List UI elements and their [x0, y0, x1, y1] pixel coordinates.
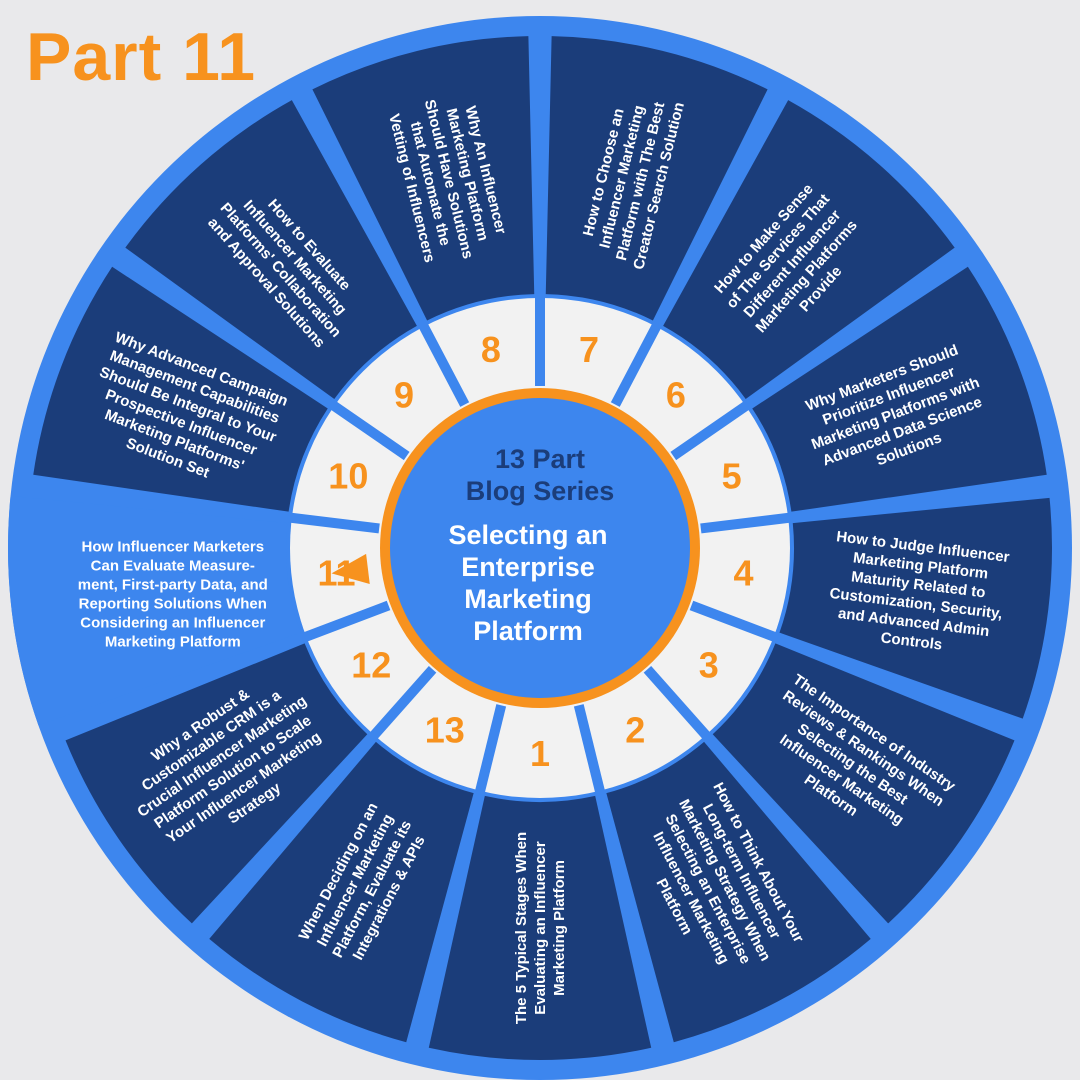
segment-number-4: 4: [733, 553, 753, 594]
segment-number-5: 5: [722, 455, 742, 496]
segment-number-3: 3: [699, 644, 719, 685]
number-dividers: [287, 294, 793, 796]
segment-3: [712, 643, 1015, 924]
segment-number-13: 13: [425, 710, 465, 751]
hub-text: 13 Part Blog Series Selecting an Enterpr…: [448, 444, 614, 646]
segment-13: [209, 741, 474, 1043]
number-divider: [689, 600, 780, 643]
number-divider: [474, 704, 507, 796]
segment-number-8: 8: [481, 329, 501, 370]
number-divider: [287, 512, 380, 534]
segment-title-line: Marketing Platform: [105, 633, 241, 650]
segment-11: [8, 495, 301, 726]
segments: [8, 36, 1052, 1060]
number-divider: [643, 665, 713, 742]
number-divider: [573, 704, 606, 796]
segment-title-line: Evaluating an Influencer: [532, 841, 549, 1015]
segment-4: [779, 497, 1052, 719]
segment-number-12: 12: [351, 644, 391, 685]
segment-6: [663, 100, 955, 400]
segment-number-7: 7: [579, 329, 599, 370]
hub-series-line-2: Blog Series: [466, 476, 615, 506]
hub: [390, 398, 690, 698]
number-divider: [700, 512, 793, 534]
number-divider: [610, 320, 663, 407]
segment-numbers: 12345678910111213: [317, 329, 753, 774]
hub-topic-line-2: Enterprise: [461, 552, 595, 582]
segment-number-2: 2: [625, 710, 645, 751]
segment-title-line: Reporting Solutions When: [79, 595, 267, 612]
segment-9: [125, 100, 417, 400]
segment-title-line: ment, First-party Data, and: [78, 576, 268, 593]
part-label: Part 11: [26, 19, 257, 95]
segment-12: [65, 643, 368, 924]
number-divider: [670, 399, 752, 461]
segment-title-line: The 5 Typical Stages When: [513, 832, 530, 1024]
segment-2: [606, 741, 871, 1043]
segment-10: [33, 266, 328, 512]
segment-number-10: 10: [328, 455, 368, 496]
hub-topic-line-1: Selecting an: [448, 520, 607, 550]
number-divider: [300, 600, 391, 643]
segment-number-6: 6: [666, 375, 686, 416]
segment-number-9: 9: [394, 375, 414, 416]
segment-title-line: Can Evaluate Measure-: [91, 557, 255, 574]
number-divider: [417, 320, 470, 407]
segment-1: [428, 795, 652, 1060]
segment-title-line: Considering an Influencer: [80, 614, 265, 631]
hub-topic-line-4: Platform: [473, 616, 583, 646]
segment-8: [312, 36, 535, 321]
active-pointer-arrow: [331, 553, 370, 584]
segment-title-line: Marketing Platform: [551, 860, 568, 996]
hub-topic-line-3: Marketing: [464, 584, 592, 614]
hub-series-line-1: 13 Part: [495, 444, 585, 474]
segment-number-1: 1: [530, 733, 550, 774]
number-divider: [367, 665, 437, 742]
segment-7: [545, 36, 768, 321]
number-divider: [328, 399, 410, 461]
segment-5: [752, 266, 1047, 512]
segment-title-line: How Influencer Marketers: [81, 538, 264, 555]
